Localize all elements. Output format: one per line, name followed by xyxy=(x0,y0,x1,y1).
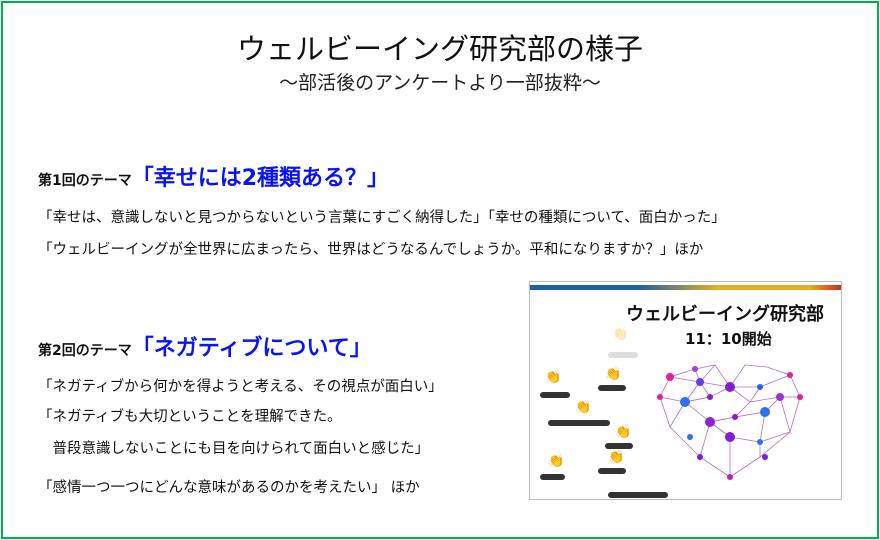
clap-reaction-icon: 👏 xyxy=(548,454,565,469)
slide-title: ウェルビーイング研究部の様子 xyxy=(236,32,643,66)
participant-chip xyxy=(598,385,626,391)
comment: 「ウェルビーイングが全世界に広まったら、世界はどうなるんでしょうか。平和になりま… xyxy=(38,242,704,258)
session-1-heading: 第1回のテーマ「幸せには2種類ある？」 xyxy=(38,160,389,192)
clap-reaction-icon: 👏 xyxy=(545,370,562,385)
participant-chip xyxy=(608,492,668,498)
clap-reaction-icon: 👏 xyxy=(608,450,625,465)
session-theme: 「幸せには2種類ある？」 xyxy=(131,166,390,191)
heart-network-graphic xyxy=(657,364,803,480)
session-theme: 「ネガティブについて」 xyxy=(131,336,372,361)
comment: 「ネガティブから何かを得ようと考える、その視点が面白い」 xyxy=(38,379,443,395)
participant-chip xyxy=(540,392,570,398)
comment: 普段意識しないことにも目を向けられて面白いと感じた」 xyxy=(38,441,430,457)
participant-chip xyxy=(608,352,638,358)
comment: 「感情一つ一つにどんな意味があるのかを考えたい」 ほか xyxy=(38,480,420,496)
session-2-heading: 第2回のテーマ「ネガティブについて」 xyxy=(38,330,372,362)
session-label: 第1回のテーマ xyxy=(38,173,132,189)
screenshot-time: 11：10開始 xyxy=(685,330,772,348)
participant-chip xyxy=(548,420,610,426)
clap-reaction-icon: 👏 xyxy=(612,327,629,342)
clap-reaction-icon: 👏 xyxy=(575,400,592,415)
comment: 「幸せは、意識しないと見つからないという言葉にすごく納得した」「幸せの種類につい… xyxy=(38,210,726,226)
participant-chip xyxy=(598,468,626,474)
clap-reaction-icon: 👏 xyxy=(605,367,622,382)
meeting-screenshot: ウェルビーイング研究部 11：10開始 👏 👏 👏 xyxy=(529,281,842,500)
session-label: 第2回のテーマ xyxy=(38,343,132,359)
clap-reaction-icon: 👏 xyxy=(615,425,632,440)
participant-chip xyxy=(605,443,633,449)
screenshot-title: ウェルビーイング研究部 xyxy=(626,304,824,325)
comment: 「ネガティブも大切ということを理解できた。 xyxy=(38,409,342,425)
participant-chip xyxy=(540,474,565,480)
header-stripe xyxy=(530,285,841,290)
slide-subtitle: ～部活後のアンケートより一部抜粋～ xyxy=(279,72,601,94)
